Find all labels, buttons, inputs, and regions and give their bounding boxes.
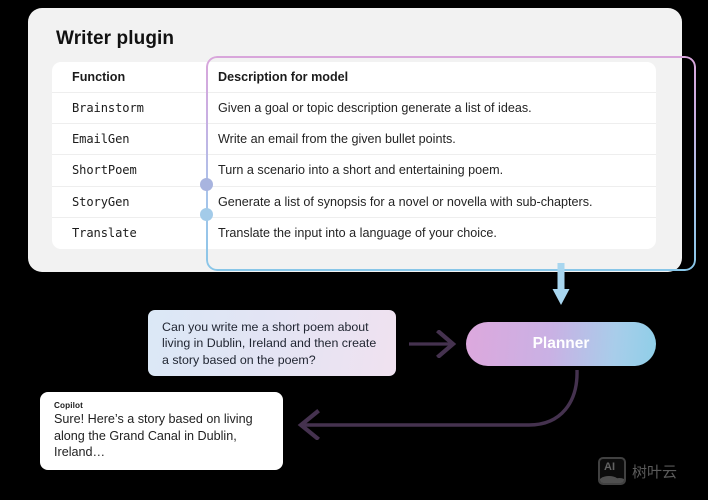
cell-function: Brainstorm (72, 101, 144, 116)
cell-function: ShortPoem (72, 163, 137, 178)
user-prompt-text: Can you write me a short poem about livi… (162, 320, 377, 367)
cell-function: EmailGen (72, 132, 130, 147)
ai-badge-label: AI (604, 461, 615, 473)
down-arrow-icon (552, 263, 570, 305)
description-highlight-frame (206, 56, 696, 271)
copilot-response-text: Sure! Here’s a story based on living alo… (54, 412, 253, 460)
right-arrow-icon (409, 330, 457, 358)
hill-shape (600, 476, 620, 483)
watermark-text: 树叶云 (632, 462, 678, 481)
connector-dot-storygen (200, 208, 213, 221)
ai-image-icon: AI (598, 457, 626, 485)
watermark: AI 树叶云 (598, 457, 677, 485)
return-curved-arrow-icon (297, 369, 579, 440)
page-title: Writer plugin (56, 28, 175, 49)
user-prompt-bubble: Can you write me a short poem about livi… (148, 310, 396, 376)
cell-function: Translate (72, 226, 137, 241)
cell-function: StoryGen (72, 194, 130, 209)
hill-shape-small (612, 478, 624, 483)
copilot-response-bubble: Copilot Sure! Here’s a story based on li… (40, 392, 283, 470)
copilot-author-label: Copilot (54, 401, 83, 410)
planner-label: Planner (532, 335, 590, 352)
connector-dot-shortpoem (200, 178, 213, 191)
column-header-function: Function (72, 70, 126, 84)
writer-plugin-card: Writer plugin Function Description for m… (28, 8, 696, 272)
planner-node[interactable]: Planner (466, 322, 656, 366)
